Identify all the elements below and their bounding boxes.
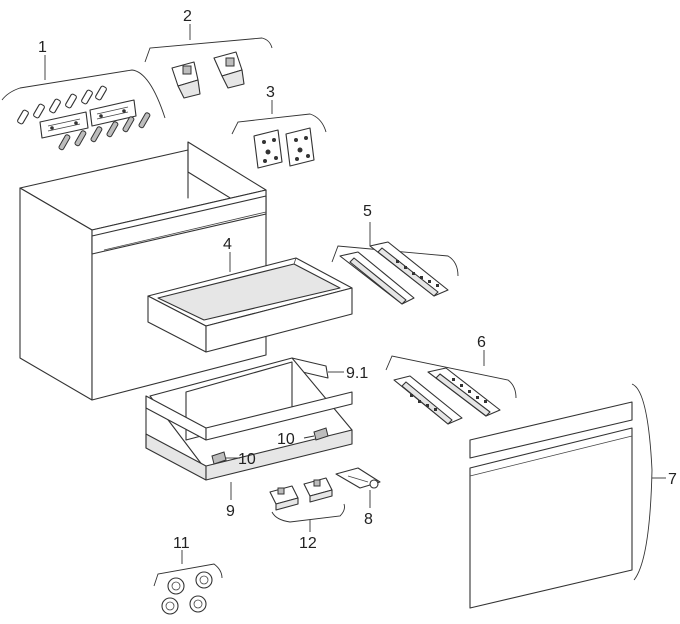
part-7-front-panels: 7 [469, 383, 677, 609]
part-6-runners: 6 [385, 334, 517, 425]
part-4-drawer-tray: 4 [147, 236, 353, 353]
part-11-knobs: 11 [153, 535, 223, 615]
part-8-clip: 8 [335, 467, 381, 528]
label-2: 2 [183, 8, 192, 25]
label-1: 1 [38, 39, 47, 56]
part-2-brackets: 2 [144, 8, 273, 99]
cabinet-body [19, 141, 267, 401]
label-11: 11 [173, 535, 190, 552]
label-3: 3 [266, 84, 275, 101]
label-4: 4 [223, 236, 232, 253]
part-5-runners: 5 [331, 203, 459, 305]
label-5: 5 [363, 203, 372, 220]
label-7: 7 [668, 471, 677, 488]
part-3-mounting-plates: 3 [231, 84, 327, 169]
label-8: 8 [364, 511, 373, 528]
part-1-fixing-set: 1 [1, 39, 166, 151]
part-9-drawer-frame: 9.1 10 10 9 [145, 357, 368, 520]
label-12: 12 [299, 535, 317, 552]
label-9: 9 [226, 503, 235, 520]
label-6: 6 [477, 334, 486, 351]
label-9-1: 9.1 [346, 365, 368, 382]
knob-icon [161, 571, 213, 615]
label-10-bottom: 10 [238, 451, 256, 468]
part-12-clips: 12 [269, 477, 345, 552]
label-10-top: 10 [277, 431, 295, 448]
